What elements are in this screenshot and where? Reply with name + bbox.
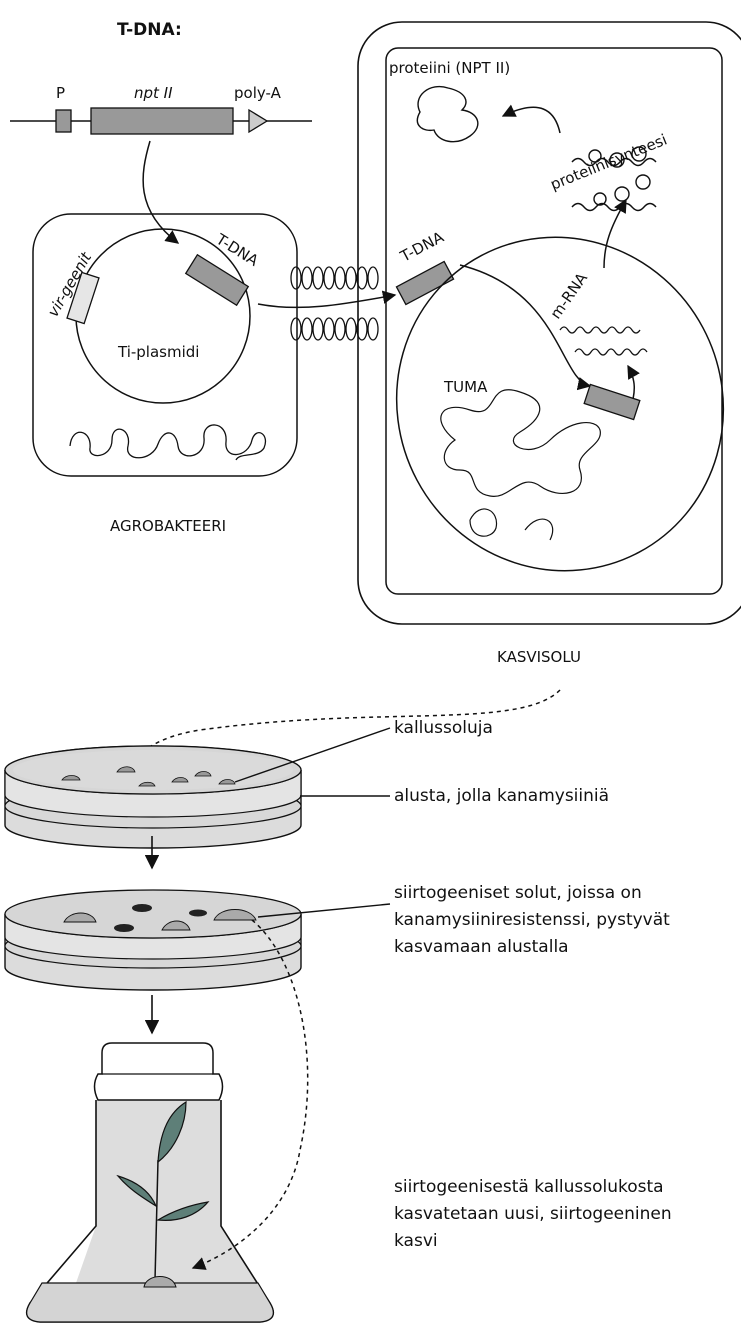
- pilus-coil: [335, 318, 345, 340]
- ribosomes-row-2: [594, 175, 650, 205]
- pilus-coil: [335, 267, 345, 289]
- transgenic-line-2: kanamysiiniresistenssi, pystyvät: [394, 910, 670, 930]
- flask-medium: [27, 1283, 274, 1322]
- tdna-title: T-DNA:: [117, 20, 182, 40]
- pilus-coil: [368, 267, 378, 289]
- plant-line-3: kasvi: [394, 1231, 438, 1251]
- pilus-coil: [368, 318, 378, 340]
- mrna-label: m-RNA: [547, 269, 592, 322]
- transfer-arrow: [258, 295, 395, 307]
- agrobacterium-cell: Ti-plasmidi T-DNA vir-geenit AGROBAKTEER…: [33, 214, 297, 535]
- petri-dish-2: [5, 890, 301, 990]
- bacterial-chromosome: [70, 425, 265, 460]
- transgenic-line-1: siirtogeeniset solut, joissa on: [394, 883, 642, 903]
- gene-label: npt II: [134, 84, 173, 102]
- nucleus-label: TUMA: [443, 378, 488, 396]
- flask-stopper: [95, 1043, 223, 1100]
- plant-line-1: siirtogeenisestä kallussolukosta: [394, 1177, 664, 1197]
- transgenic-line-3: kasvamaan alustalla: [394, 937, 569, 957]
- pilus-coil: [302, 318, 312, 340]
- pilus-coil: [291, 267, 301, 289]
- medium-label: alusta, jolla kanamysiiniä: [394, 786, 609, 806]
- plant-cell: proteiini (NPT II) proteiinisynteesi T-D…: [338, 22, 741, 666]
- pilus-coil: [313, 318, 323, 340]
- pilus-coil: [346, 318, 356, 340]
- tdna-cell-label: T-DNA: [397, 228, 448, 266]
- dead-callus: [114, 924, 134, 932]
- protein-npt-shape: [417, 87, 477, 142]
- transfer-pili: [291, 267, 378, 340]
- ti-plasmid-label: Ti-plasmidi: [117, 343, 199, 361]
- dead-callus: [189, 910, 207, 917]
- culture-flask: [27, 1043, 274, 1322]
- pilus-coil: [313, 267, 323, 289]
- agrobacterium-label: AGROBAKTEERI: [110, 517, 226, 535]
- mrna-wave-2: [575, 349, 647, 355]
- petri-dish-1: [5, 746, 301, 848]
- tdna-segment-nucleus: [584, 384, 640, 419]
- polya-label: poly-A: [234, 84, 282, 102]
- pilus-coil: [302, 267, 312, 289]
- protein-label: proteiini (NPT II): [389, 59, 510, 77]
- tdna-construct: T-DNA: P npt II poly-A: [10, 20, 312, 243]
- pilus-coil: [291, 318, 301, 340]
- plant-chromatin: [441, 390, 601, 540]
- promoter-box: [56, 110, 71, 132]
- nucleus-outline: [338, 180, 741, 629]
- polypeptide-wave-2: [572, 204, 656, 211]
- dead-callus: [132, 904, 152, 912]
- plant-cell-label: KASVISOLU: [497, 648, 581, 666]
- ti-plasmid-circle: [76, 229, 250, 403]
- insert-arrow: [143, 141, 178, 243]
- mrna-wave-1: [560, 327, 640, 333]
- plant-line-2: kasvatetaan uusi, siirtogeeninen: [394, 1204, 672, 1224]
- callus-label: kallussoluja: [394, 718, 493, 738]
- promoter-label: P: [56, 84, 65, 102]
- pilus-coil: [324, 318, 334, 340]
- npt-gene-box: [91, 108, 233, 134]
- polya-triangle: [249, 110, 267, 132]
- pilus-coil: [324, 267, 334, 289]
- synthesis-to-protein-arrow: [503, 107, 560, 133]
- pilus-coil: [346, 267, 356, 289]
- tdna-segment-plasmid: [186, 255, 249, 305]
